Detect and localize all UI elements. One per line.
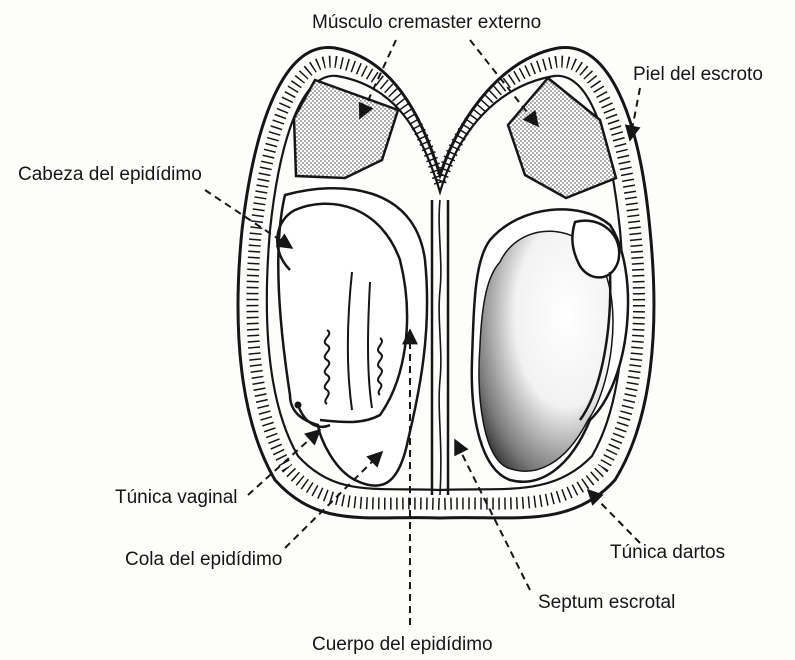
label-tunica-vaginalis: Túnica vaginal: [115, 487, 238, 508]
label-septum: Septum escrotal: [538, 592, 675, 613]
tunica-vaginalis-left: [278, 188, 427, 486]
scrotal-septum: [432, 200, 448, 495]
label-dartos: Túnica dartos: [610, 542, 725, 563]
tunica-vaginal-pointer: [248, 430, 320, 495]
duct-end-mark: [295, 402, 301, 408]
epididymis-head-pointer: [205, 190, 292, 248]
label-cremaster: Músculo cremaster externo: [312, 12, 541, 33]
label-epididymis-body: Cuerpo del epidídimo: [312, 634, 493, 655]
label-skin: Piel del escroto: [633, 64, 763, 85]
skin-pointer: [630, 88, 640, 140]
dartos-pointer: [588, 490, 640, 543]
label-epididymis-tail: Cola del epidídimo: [125, 549, 282, 570]
label-epididymis-head: Cabeza del epidídimo: [18, 164, 202, 185]
right-testis: [472, 209, 628, 481]
left-testis: [277, 188, 427, 486]
